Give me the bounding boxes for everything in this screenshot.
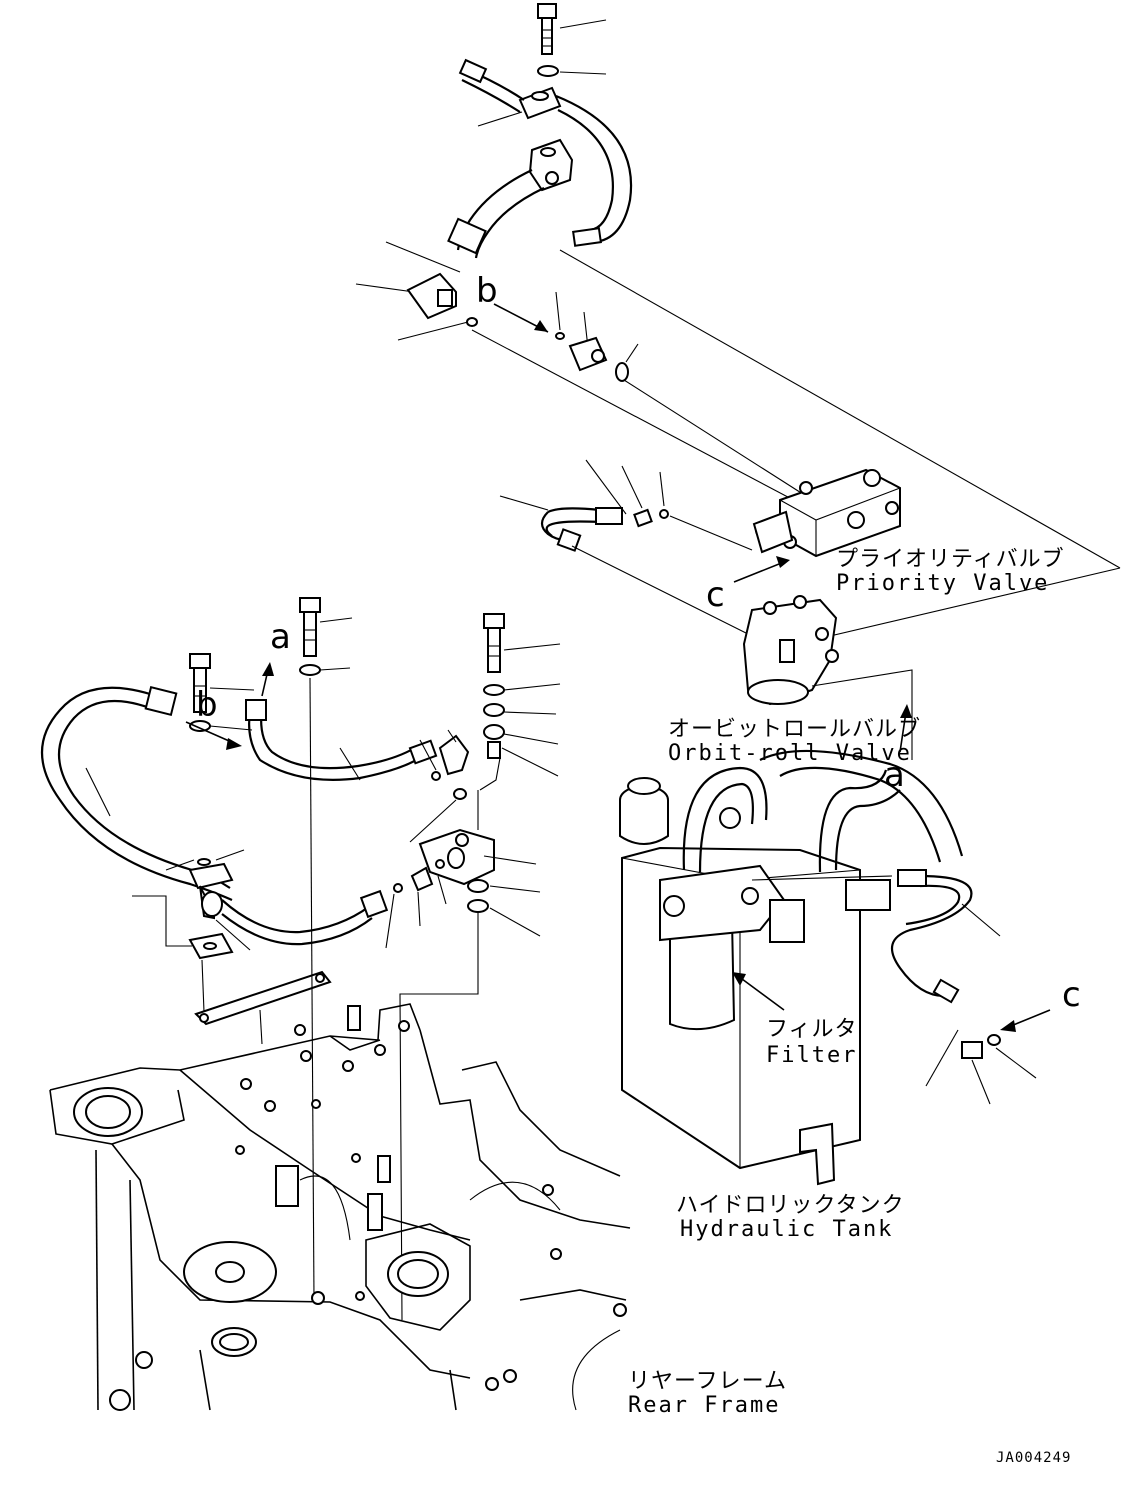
priority-valve xyxy=(752,468,901,558)
callout-b-left: b xyxy=(196,685,218,725)
rear-frame-label-en: Rear Frame xyxy=(628,1393,780,1418)
orbit-roll-label-jp: オービットロールバルブ xyxy=(668,717,921,742)
top-hose-assembly xyxy=(447,3,633,259)
coupler-left xyxy=(406,272,478,327)
top-washer xyxy=(537,65,559,77)
b-callout-top: b xyxy=(476,271,639,382)
left-leader-lines xyxy=(85,617,561,1321)
top-leader-lines xyxy=(355,19,607,341)
tank-breather-cap xyxy=(619,777,669,845)
callout-a-top: a xyxy=(270,617,291,657)
callout-b-top: b xyxy=(476,271,498,311)
drawing-code: JA004249 xyxy=(996,1450,1071,1466)
priority-valve-label-jp: プライオリティバルブ xyxy=(836,547,1065,572)
priority-valve-label-en: Priority Valve xyxy=(836,571,1049,596)
c-callout-right: c xyxy=(1000,975,1081,1032)
top-tee-block xyxy=(528,138,574,192)
b-callout-left: b xyxy=(185,685,242,750)
filter-label-en: Filter xyxy=(766,1043,857,1068)
rear-frame-label-jp: リヤーフレーム xyxy=(628,1369,787,1394)
c-callout-priority: c xyxy=(706,556,790,615)
orbit-roll-label-en: Orbit-roll Valve xyxy=(668,741,912,766)
assembly-guide-lines xyxy=(471,249,1121,637)
callout-c-right: c xyxy=(1062,975,1081,1015)
hydraulic-tank-label-en: Hydraulic Tank xyxy=(680,1217,893,1242)
priority-hose xyxy=(499,459,761,641)
callout-c-priority: c xyxy=(706,575,725,615)
tank-return-hose xyxy=(890,869,1037,1105)
filter-callout xyxy=(732,972,785,1011)
filter-label-jp: フィルタ xyxy=(766,1017,858,1042)
orbit-roll-valve xyxy=(742,595,913,760)
hydraulic-tank xyxy=(619,749,964,1186)
left-bolts xyxy=(189,597,505,759)
hydraulic-tank-label-jp: ハイドロリックタンク xyxy=(676,1193,905,1218)
a-callout-top: a xyxy=(261,617,291,697)
top-clamp xyxy=(518,86,562,120)
left-assembly xyxy=(41,685,438,1026)
mount-block xyxy=(393,734,495,913)
rear-frame xyxy=(49,1003,631,1411)
tank-filter xyxy=(659,864,786,1031)
top-bolt xyxy=(537,3,557,55)
